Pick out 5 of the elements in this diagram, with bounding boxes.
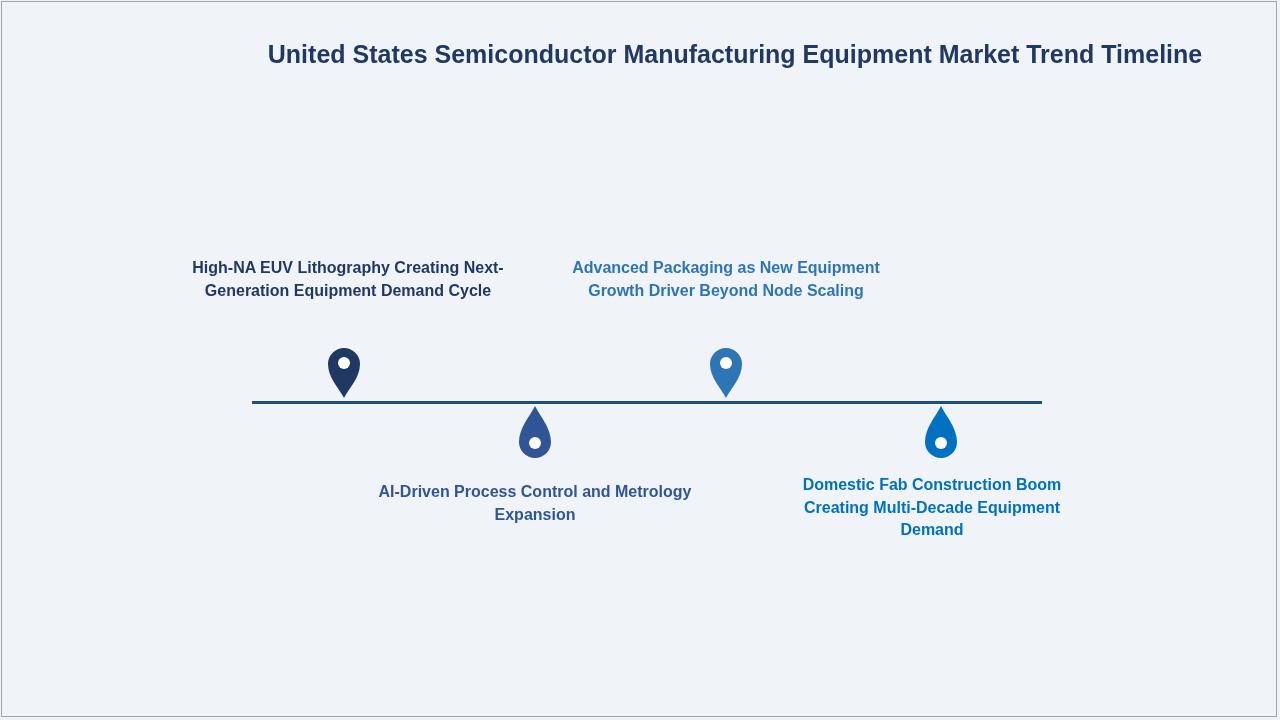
trend-label: AI-Driven Process Control and Metrology Expansion bbox=[377, 482, 693, 525]
trend-label: Domestic Fab Construction Boom Creating Multi-Decade Equipment Demand bbox=[801, 475, 1063, 540]
title: United States Semiconductor Manufacturing Equipment Market Trend Timeline bbox=[266, 40, 1204, 69]
trend-label: High-NA EUV Lithography Creating Next-Generation Equipment Demand Cycle bbox=[191, 258, 505, 301]
trend-label: Advanced Packaging as New Equipment Growth Driver Beyond Node Scaling bbox=[571, 258, 881, 301]
